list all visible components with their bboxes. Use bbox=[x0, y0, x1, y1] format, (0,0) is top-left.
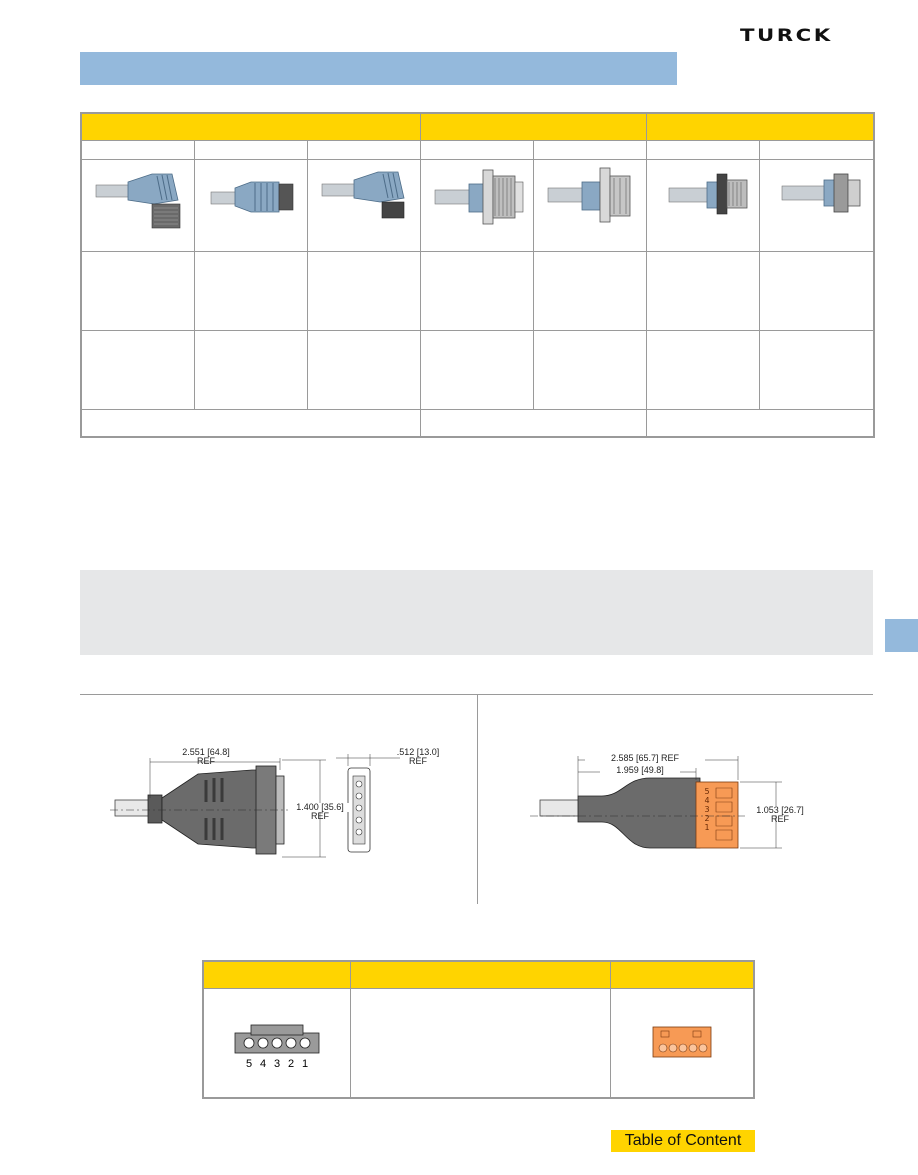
pin-mark: 5 bbox=[704, 787, 710, 796]
left-length-dimension: 2.551 [64.8] bbox=[182, 747, 230, 757]
pin-number: 1 bbox=[302, 1058, 308, 1070]
table-cell bbox=[419, 330, 534, 410]
right-inner-dimension: 1.959 [49.8] bbox=[600, 766, 680, 775]
table-cell bbox=[193, 330, 308, 410]
table-cell bbox=[80, 251, 195, 331]
pinout-plug-cell bbox=[609, 988, 755, 1099]
panel-receptacle-connector-image bbox=[547, 167, 630, 223]
left-dimension-drawing bbox=[110, 754, 400, 858]
left-depth-dimension: .512 [13.0] bbox=[396, 747, 440, 757]
table-subheader-cell bbox=[306, 140, 421, 160]
table-cell bbox=[532, 251, 647, 331]
drawing-column-divider bbox=[477, 694, 478, 904]
left-depth-ref: REF bbox=[409, 756, 427, 766]
table-cell bbox=[306, 330, 421, 410]
product-image-cell bbox=[645, 159, 760, 252]
pin-number: 5 bbox=[246, 1058, 252, 1070]
pinout-header-cell bbox=[202, 960, 351, 989]
right-length-dimension: 2.585 [65.7] REF bbox=[585, 754, 705, 763]
left-length-ref: REF bbox=[197, 756, 215, 766]
right-angle-male-connector-image bbox=[95, 173, 181, 229]
pin-mark: 2 bbox=[704, 814, 710, 823]
right-pin-marks: 5 4 3 2 1 bbox=[702, 787, 712, 832]
straight-female-connector-image bbox=[210, 181, 293, 213]
table-subheader-cell bbox=[80, 140, 195, 160]
pinout-header-cell bbox=[609, 960, 755, 989]
table-subheader-cell bbox=[758, 140, 875, 160]
left-height-dimension: 1.400 [35.6] bbox=[288, 803, 352, 812]
table-subheader-cell bbox=[193, 140, 308, 160]
product-image-cell bbox=[80, 159, 195, 252]
table-cell bbox=[758, 251, 875, 331]
right-height-ref: REF bbox=[771, 814, 789, 824]
table-footer-cell bbox=[645, 409, 875, 438]
right-height-dimension: 1.053 [26.7] bbox=[744, 806, 816, 815]
table-cell bbox=[758, 330, 875, 410]
table-subheader-cell bbox=[532, 140, 647, 160]
bulkhead-connector-image bbox=[668, 173, 747, 215]
product-image-cell bbox=[532, 159, 647, 252]
drawing-section-divider bbox=[80, 694, 873, 695]
pin-number: 3 bbox=[274, 1058, 280, 1070]
product-table bbox=[80, 112, 875, 438]
side-section-tab[interactable] bbox=[885, 619, 918, 652]
terminal-plug-image bbox=[652, 1026, 712, 1057]
pin-number: 2 bbox=[288, 1058, 294, 1070]
table-cell bbox=[80, 330, 195, 410]
table-cell bbox=[645, 251, 760, 331]
pinout-face-cell: 5 4 3 2 1 bbox=[202, 988, 351, 1099]
panel-receptacle-connector-image bbox=[434, 169, 523, 225]
product-image-cell bbox=[419, 159, 534, 252]
table-cell bbox=[306, 251, 421, 331]
pin-mark: 1 bbox=[704, 823, 710, 832]
bulkhead-connector-image bbox=[781, 173, 860, 213]
product-image-cell bbox=[758, 159, 875, 252]
pinout-header-cell bbox=[349, 960, 611, 989]
table-cell bbox=[645, 330, 760, 410]
table-subheader-cell bbox=[419, 140, 534, 160]
turck-logo: TURCK bbox=[740, 26, 833, 46]
table-cell bbox=[193, 251, 308, 331]
section-title-bar bbox=[80, 52, 677, 85]
table-subheader-cell bbox=[645, 140, 760, 160]
table-footer-cell bbox=[419, 409, 647, 438]
pin-number: 4 bbox=[260, 1058, 266, 1070]
table-of-content-button[interactable]: Table of Content bbox=[611, 1130, 755, 1152]
table-header-group-3 bbox=[645, 112, 875, 141]
product-image-cell bbox=[193, 159, 308, 252]
pinout-description-cell bbox=[349, 988, 611, 1099]
table-footer-cell bbox=[80, 409, 421, 438]
product-image-cell bbox=[306, 159, 421, 252]
right-angle-female-connector-image bbox=[321, 171, 404, 219]
info-band bbox=[80, 570, 873, 655]
pin-mark: 3 bbox=[704, 805, 710, 814]
pin-mark: 4 bbox=[704, 796, 710, 805]
table-header-group-1 bbox=[80, 112, 421, 141]
table-cell bbox=[419, 251, 534, 331]
left-height-ref: REF bbox=[311, 811, 329, 821]
table-cell bbox=[532, 330, 647, 410]
pinout-table: 5 4 3 2 1 bbox=[202, 960, 755, 1099]
connector-face-diagram: 5 4 3 2 1 bbox=[234, 1024, 320, 1070]
table-header-group-2 bbox=[419, 112, 647, 141]
